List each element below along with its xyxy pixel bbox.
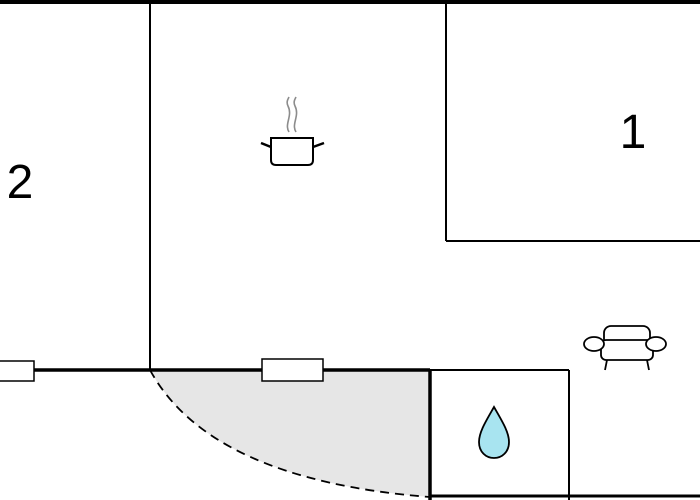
room-1-number: 1	[620, 106, 647, 159]
door-swing-arc	[149, 369, 431, 498]
cooking-pot-icon	[260, 96, 325, 166]
window-middle	[261, 358, 324, 382]
sofa-icon	[583, 325, 667, 371]
window-left	[0, 360, 35, 382]
door-swing-area	[150, 370, 430, 497]
water-drop-icon	[478, 405, 510, 459]
room-2-number: 2	[7, 156, 34, 209]
